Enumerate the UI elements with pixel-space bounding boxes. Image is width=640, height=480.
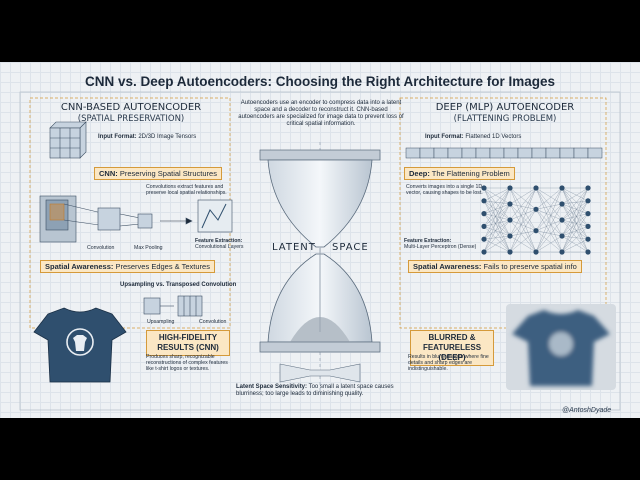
mlp-node — [481, 236, 487, 242]
image-tensor-icon — [49, 121, 87, 159]
mlp-node — [481, 211, 487, 217]
mlp-node — [507, 233, 513, 239]
latent-sensitivity: Latent Space Sensitivity: Too small a la… — [236, 384, 394, 397]
frame-lines — [19, 91, 621, 411]
intro-text: Autoencoders use an encoder to compress … — [238, 100, 404, 127]
mlp-node — [559, 201, 565, 207]
mlp-node — [507, 249, 513, 255]
right-result-desc: Results in blurry images where fine deta… — [408, 354, 489, 372]
right-result-callout: BLURRED & FEATURELESS (DEEP) — [410, 330, 494, 366]
deep-section-label: Deep: The Flattening Problem — [404, 167, 515, 180]
mlp-node — [507, 201, 513, 207]
watermark: @AntoshDyade — [562, 407, 612, 414]
mlp-node — [533, 206, 539, 212]
space-label: SPACE — [332, 242, 369, 253]
latent-label: LATENT — [272, 242, 316, 253]
mlp-node — [559, 185, 565, 191]
mlp-node — [533, 228, 539, 234]
convolution-diagram — [39, 195, 233, 243]
left-input-format: Input Format: 2D/3D Image Tensors — [98, 134, 197, 140]
mlp-node — [533, 185, 539, 191]
transposed-convolution-label: Convolution — [199, 319, 227, 325]
upsampling-title: Upsampling vs. Transposed Convolution — [120, 282, 237, 288]
hourglass-latent-space — [259, 149, 381, 383]
flattened-vector-icon — [405, 147, 603, 159]
left-feature-extraction: Feature Extraction:Convolutional Layers — [195, 238, 244, 250]
mlp-node — [559, 233, 565, 239]
left-subheading: (SPATIAL PRESERVATION) — [77, 114, 185, 124]
mlp-node — [533, 249, 539, 255]
mlp-node — [585, 211, 591, 217]
max-pooling-label: Max Pooling — [134, 245, 163, 251]
upsampling-diagram — [143, 295, 203, 317]
mlp-node — [481, 249, 487, 255]
mlp-node — [481, 185, 487, 191]
mlp-node — [481, 198, 487, 204]
upsampling-label: Upsampling — [147, 319, 175, 325]
left-result-callout: HIGH-FIDELITY RESULTS (CNN) — [146, 330, 230, 356]
right-spatial-awareness: Spatial Awareness: Fails to preserve spa… — [408, 260, 582, 273]
mlp-node — [481, 223, 487, 229]
mlp-node — [507, 185, 513, 191]
cnn-section-desc: Convolutions extract features and preser… — [146, 184, 227, 196]
sharp-tshirt-image — [33, 307, 127, 383]
right-subheading: (FLATTENING PROBLEM) — [453, 114, 557, 124]
infographic-canvas: CNN vs. Deep Autoencoders: Choosing the … — [0, 62, 640, 418]
mlp-node — [559, 249, 565, 255]
mlp-node — [585, 185, 591, 191]
mlp-node — [585, 223, 591, 229]
right-heading: DEEP (MLP) AUTOENCODER — [435, 102, 575, 113]
right-input-format: Input Format: Flattened 1D Vectors — [425, 134, 522, 140]
cnn-section-label: CNN: Preserving Spatial Structures — [94, 167, 222, 180]
right-feature-extraction: Feature Extraction:Multi-Layer Perceptro… — [404, 238, 477, 250]
left-result-desc: Produces sharp, recognizable reconstruct… — [146, 354, 228, 372]
mlp-node — [585, 198, 591, 204]
blurry-tshirt-image — [506, 304, 616, 390]
dense-network-diagram — [481, 185, 591, 255]
convolution-label: Convolution — [87, 245, 115, 251]
left-spatial-awareness: Spatial Awareness: Preserves Edges & Tex… — [40, 260, 215, 273]
mlp-node — [585, 249, 591, 255]
mlp-node — [585, 236, 591, 242]
mlp-node — [559, 217, 565, 223]
deep-section-desc: Converts images into a single 1D vector,… — [406, 184, 483, 196]
mlp-node — [507, 217, 513, 223]
left-heading: CNN-BASED AUTOENCODER — [60, 102, 202, 113]
page-title: CNN vs. Deep Autoencoders: Choosing the … — [84, 74, 556, 89]
